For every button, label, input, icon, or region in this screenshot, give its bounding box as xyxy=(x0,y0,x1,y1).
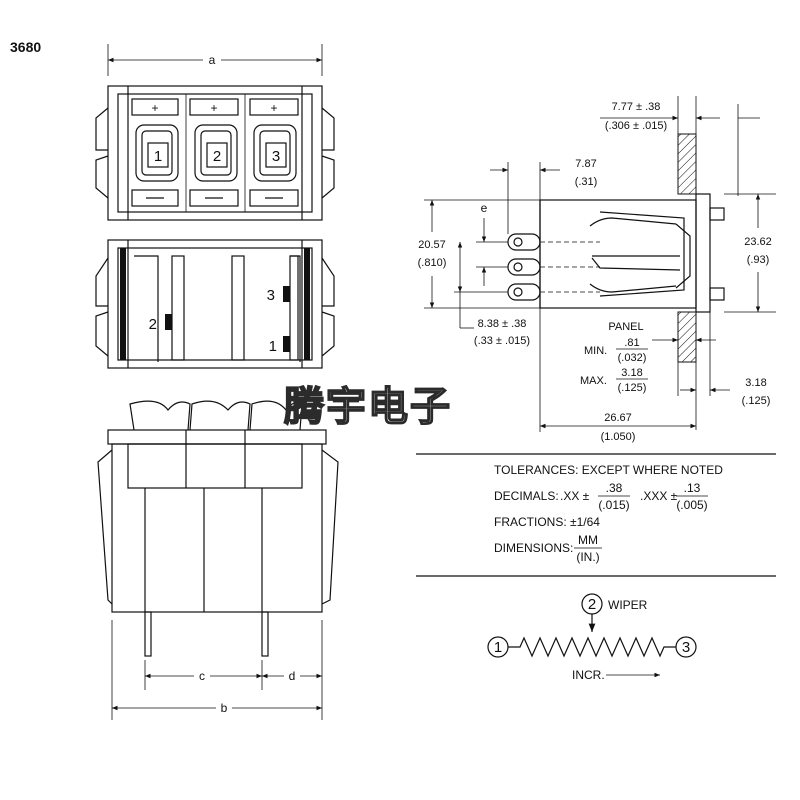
dim-top-in: (.31) xyxy=(575,176,598,188)
svg-text:+: + xyxy=(151,101,158,115)
bottom-view: c d b xyxy=(97,400,339,720)
terminal-label-3: 3 xyxy=(267,287,275,304)
side-view: 3 2 1 xyxy=(95,239,335,369)
fractions-label: FRACTIONS: ±1/64 xyxy=(494,515,600,529)
xxx-num: .13 xyxy=(684,481,701,495)
terminal-label-2: 2 xyxy=(149,316,157,333)
xxx-label: .XXX ± xyxy=(640,489,678,503)
flange-mm: 3.18 xyxy=(745,377,766,389)
xx-label: .XX ± xyxy=(560,489,590,503)
height-right-in: (.93) xyxy=(747,254,770,266)
potentiometer-schematic: 1 3 2 WIPER INCR. xyxy=(487,593,697,682)
tolerances-heading: TOLERANCES: EXCEPT WHERE NOTED xyxy=(494,463,723,477)
incr-label: INCR. xyxy=(572,668,605,682)
terminal-span-mm: 8.38 ± .38 xyxy=(478,318,527,330)
terminal-span-in: (.33 ± .015) xyxy=(474,335,530,347)
decimals-label: DECIMALS: xyxy=(494,489,559,503)
height-left-in: (.810) xyxy=(418,257,447,269)
panel-min-in: (.032) xyxy=(618,352,647,364)
node-3-label: 3 xyxy=(682,639,690,656)
dim-unit-den: (IN.) xyxy=(576,550,599,564)
overall-length-in: (1.050) xyxy=(601,431,636,443)
xxx-den: (.005) xyxy=(676,498,707,512)
dim-b-label: b xyxy=(221,701,228,715)
dim-c-label: c xyxy=(199,669,205,683)
panel-thickness-in: (.306 ± .015) xyxy=(605,120,667,132)
watermark-text: 腾宇电子 xyxy=(284,384,452,430)
profile-view: 7.77 ± .38 (.306 ± .015) 7.87 (.31) e 20… xyxy=(418,96,776,443)
xx-den: (.015) xyxy=(598,498,629,512)
dim-top-mm: 7.87 xyxy=(575,158,596,170)
tolerances-block: TOLERANCES: EXCEPT WHERE NOTED DECIMALS:… xyxy=(416,453,776,577)
dimensions-label: DIMENSIONS: xyxy=(494,541,573,555)
panel-min-label: MIN. xyxy=(584,345,607,357)
button-label-3: 3 xyxy=(272,148,280,165)
svg-text:+: + xyxy=(270,101,277,115)
panel-max-mm: 3.18 xyxy=(621,367,642,379)
dim-a-label: a xyxy=(209,53,216,67)
flange-in: (.125) xyxy=(742,395,771,407)
panel-thickness-mm: 7.77 ± .38 xyxy=(612,101,661,113)
height-right-mm: 23.62 xyxy=(744,236,772,248)
dim-unit-num: MM xyxy=(578,533,598,547)
dim-d-label: d xyxy=(289,669,296,683)
node-1-label: 1 xyxy=(494,639,502,656)
overall-length-mm: 26.67 xyxy=(604,412,632,424)
xx-num: .38 xyxy=(606,481,623,495)
part-number: 3680 xyxy=(10,39,41,55)
panel-min-mm: .81 xyxy=(624,337,639,349)
panel-max-in: (.125) xyxy=(618,382,647,394)
button-label-2: 2 xyxy=(213,148,221,165)
panel-max-label: MAX. xyxy=(580,375,607,387)
height-left-mm: 20.57 xyxy=(418,239,446,251)
panel-label: PANEL xyxy=(608,321,643,333)
node-2-label: 2 xyxy=(588,596,596,613)
terminal-label-1: 1 xyxy=(269,338,277,355)
svg-text:+: + xyxy=(210,101,217,115)
front-view: a + + + 1 xyxy=(95,44,335,221)
dim-e-label: e xyxy=(481,201,488,215)
button-label-1: 1 xyxy=(154,148,162,165)
wiper-label: WIPER xyxy=(608,598,648,612)
